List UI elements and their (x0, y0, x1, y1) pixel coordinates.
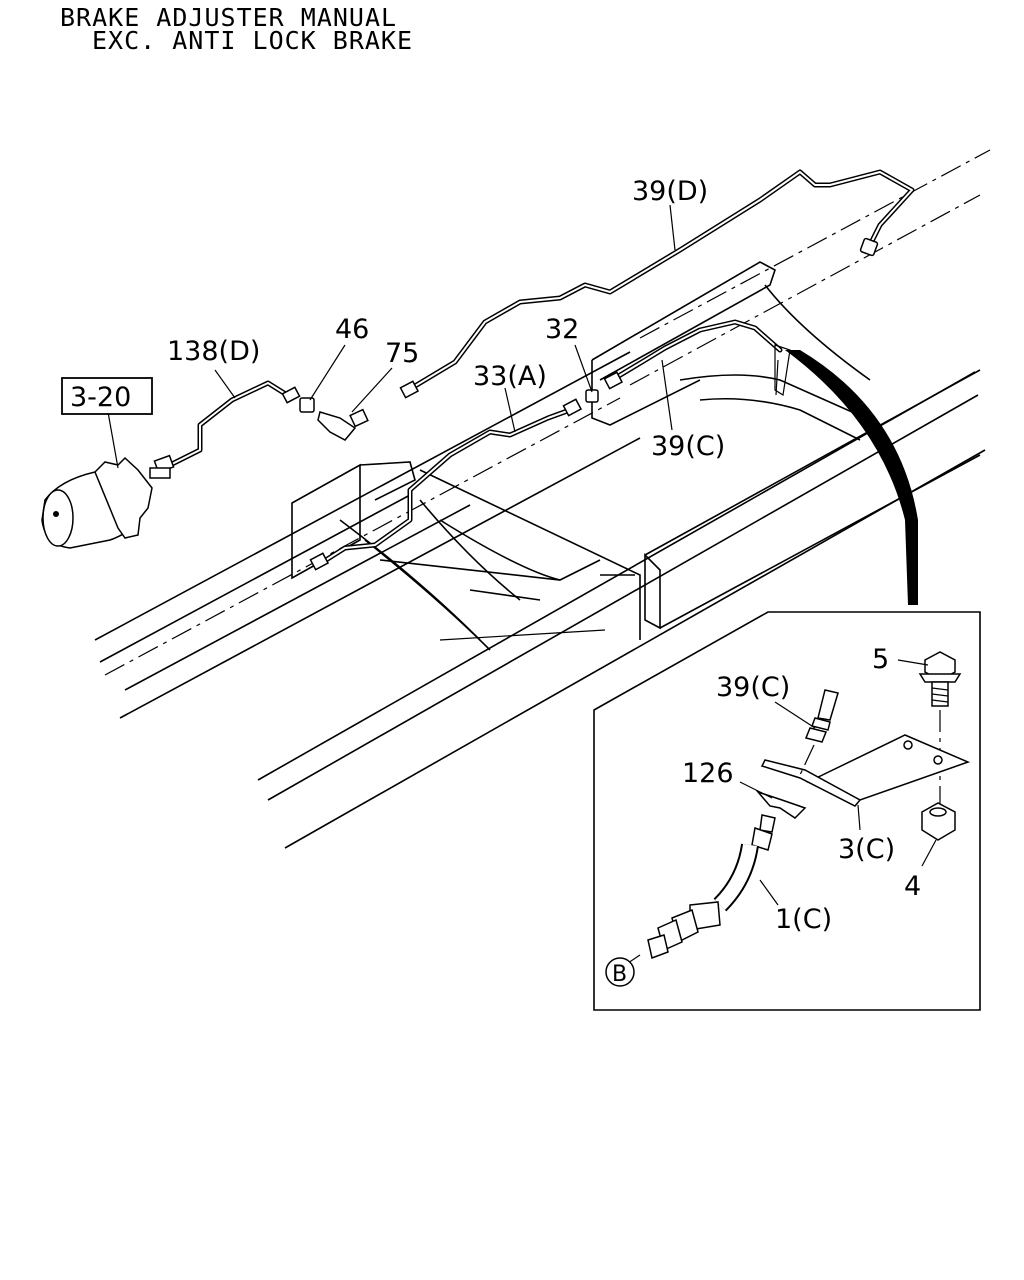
label-3c: 3(C) (838, 834, 895, 865)
fitting-75 (317, 411, 357, 441)
brake-pipes (167, 169, 915, 568)
hose-1c (605, 814, 776, 987)
bracket-3c (760, 734, 971, 807)
label-46: 46 (335, 314, 369, 345)
label-32: 32 (545, 314, 579, 345)
bolt-5 (918, 651, 962, 805)
fitting-39c (799, 689, 839, 776)
label-39c-detail: 39(C) (716, 672, 790, 703)
fitting-46 (299, 397, 315, 413)
ref-box (61, 377, 153, 415)
detail-frame (593, 611, 981, 1011)
detail-callout-arrow (785, 350, 918, 605)
label-1c: 1(C) (775, 904, 832, 935)
label-4: 4 (904, 871, 921, 902)
pipe-fittings (153, 237, 879, 571)
fitting-32 (585, 389, 599, 403)
label-39d: 39(D) (632, 176, 708, 207)
label-39c: 39(C) (651, 431, 725, 462)
connector-b-marker (605, 957, 635, 987)
crossmember-rear (591, 261, 981, 630)
overview-leaders (107, 204, 676, 469)
crossmember-front (291, 461, 641, 651)
label-126: 126 (682, 758, 734, 789)
diagram-subtitle: EXC. ANTI LOCK BRAKE (92, 26, 414, 55)
nut-4 (921, 802, 956, 841)
clip-126 (755, 790, 807, 819)
frame-rails (94, 149, 991, 849)
label-b: B (612, 962, 627, 987)
label-75: 75 (385, 338, 419, 369)
label-138d: 138(D) (167, 336, 260, 367)
brake-chamber (41, 456, 171, 549)
label-33a: 33(A) (473, 361, 547, 392)
diagram-title: BRAKE ADJUSTER MANUAL (60, 3, 398, 32)
label-5: 5 (872, 644, 889, 675)
ref-box-label: 3-20 (70, 382, 131, 413)
detail-leaders (739, 659, 937, 906)
